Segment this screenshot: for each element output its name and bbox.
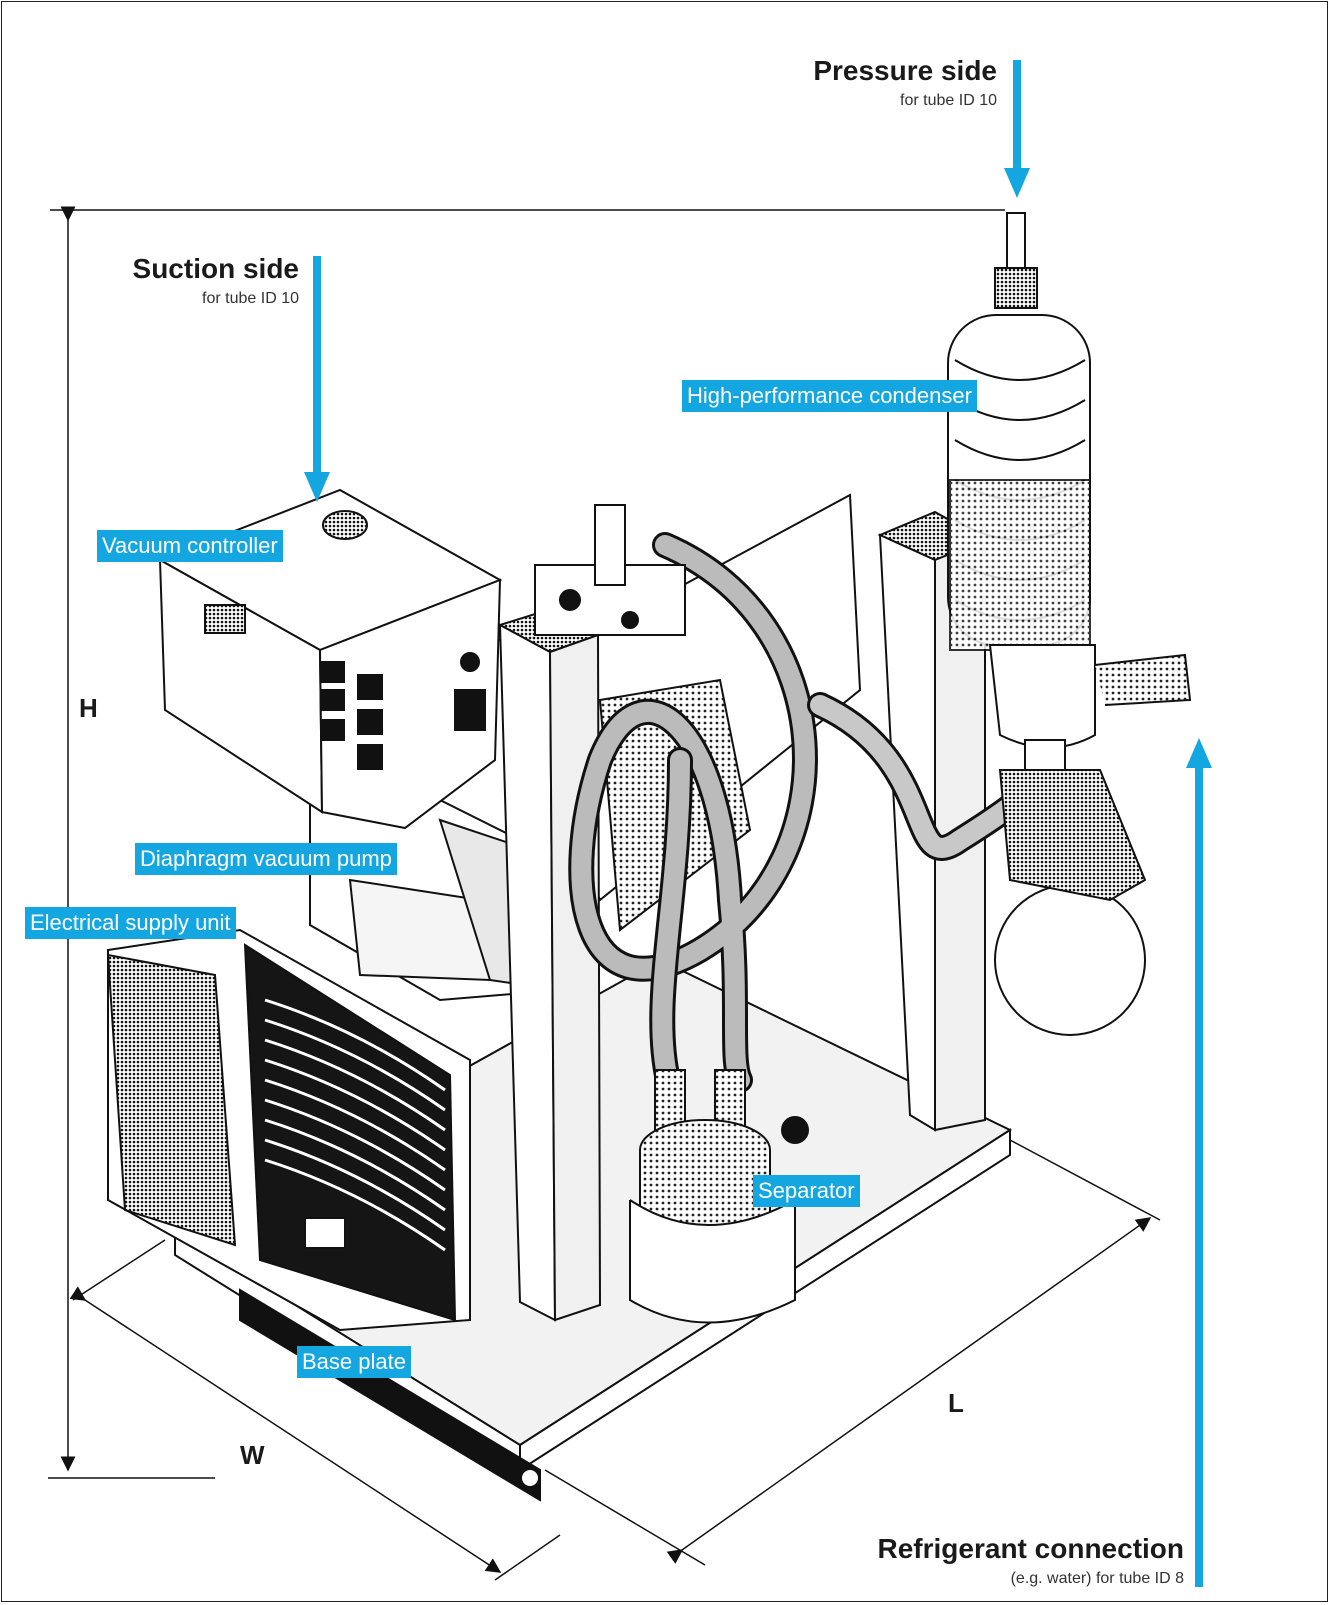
condenser-label: High-performance condenser (682, 380, 977, 412)
suction-side-subtitle: for tube ID 10 (202, 290, 299, 307)
supply-unit-shape (106, 928, 471, 1332)
base-plate-label: Base plate (297, 1346, 411, 1378)
crossbar-fitting (534, 504, 686, 636)
controller-shape (157, 488, 503, 830)
vacuum-controller-label: Vacuum controller (97, 530, 283, 562)
diaphragm-pump-label: Diaphragm vacuum pump (135, 843, 397, 875)
flask-shape (994, 769, 1147, 1036)
suction-side-title: Suction side (132, 253, 299, 284)
width-dimension-label: W (240, 1440, 265, 1470)
separator-label: Separator (753, 1175, 860, 1207)
refrigerant-connection-title: Refrigerant connection (877, 1533, 1184, 1564)
electrical-supply-label: Electrical supply unit (25, 907, 236, 939)
length-dimension-label: L (948, 1388, 964, 1418)
width-dimension-line (69, 1239, 561, 1581)
refrigerant-connection-subtitle: (e.g. water) for tube ID 8 (1010, 1570, 1184, 1587)
separator-shape (629, 1069, 809, 1324)
pressure-side-title: Pressure side (813, 55, 997, 86)
height-dimension-label: H (79, 693, 98, 723)
pressure-side-subtitle: for tube ID 10 (900, 92, 997, 109)
length-dimension-line (544, 1139, 1161, 1566)
callout-arrows (304, 60, 1212, 1587)
